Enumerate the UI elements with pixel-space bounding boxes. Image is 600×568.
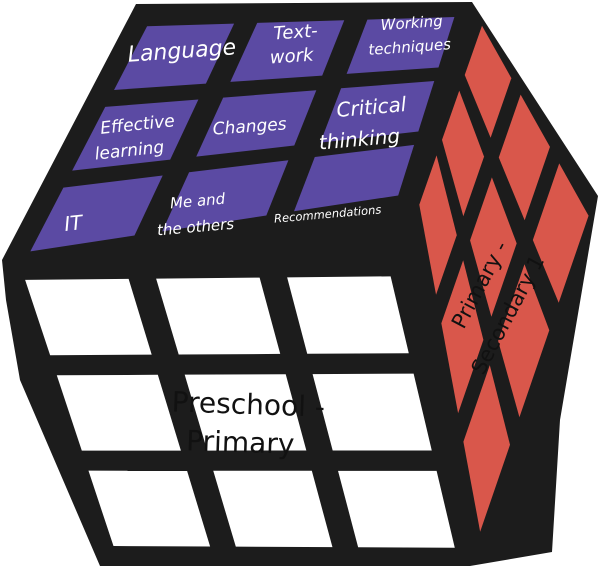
- top-tile: [320, 80, 435, 143]
- side-tile: [498, 264, 550, 418]
- front-tile: [25, 278, 152, 356]
- front-tile: [56, 374, 181, 451]
- tile-label-me-and-the-others-line1: Me and: [169, 190, 226, 213]
- tile-label-working-techniques-line2: techniques: [368, 35, 452, 59]
- front-tile: [312, 373, 432, 451]
- top-tile: [230, 20, 345, 82]
- top-face-labels: Language Text- work Working techniques E…: [63, 12, 452, 239]
- top-tile: [114, 23, 235, 90]
- side-tile: [532, 163, 589, 303]
- side-tile: [498, 94, 550, 221]
- side-tile: [470, 177, 517, 317]
- top-tile: [72, 99, 199, 171]
- top-face: [30, 16, 455, 252]
- side-tile: [464, 25, 512, 138]
- side-tile: [441, 260, 484, 414]
- side-tile: [463, 365, 511, 532]
- front-tile: [88, 470, 211, 547]
- side-tile: [442, 90, 485, 217]
- top-tile: [162, 160, 289, 232]
- front-tile: [184, 374, 307, 451]
- side-tile: [419, 155, 457, 295]
- side-face: [419, 25, 589, 532]
- front-face-labels: Preschool - Primary: [171, 385, 325, 461]
- front-tile: [338, 470, 455, 548]
- tile-label-it: IT: [63, 210, 85, 236]
- tile-label-textwork-line2: work: [269, 44, 315, 68]
- front-face: [25, 276, 455, 548]
- top-tile: [294, 144, 415, 212]
- front-label-line1: Preschool -: [171, 385, 325, 423]
- top-tile: [196, 90, 317, 157]
- front-tile: [287, 276, 409, 354]
- front-label-line2: Primary: [186, 424, 295, 461]
- front-tile: [156, 277, 281, 355]
- top-tile: [30, 175, 163, 252]
- tile-label-textwork-line1: Text-: [273, 21, 318, 45]
- front-tile: [213, 470, 333, 548]
- top-tile: [346, 16, 455, 74]
- tile-label-working-techniques-line1: Working: [380, 12, 443, 34]
